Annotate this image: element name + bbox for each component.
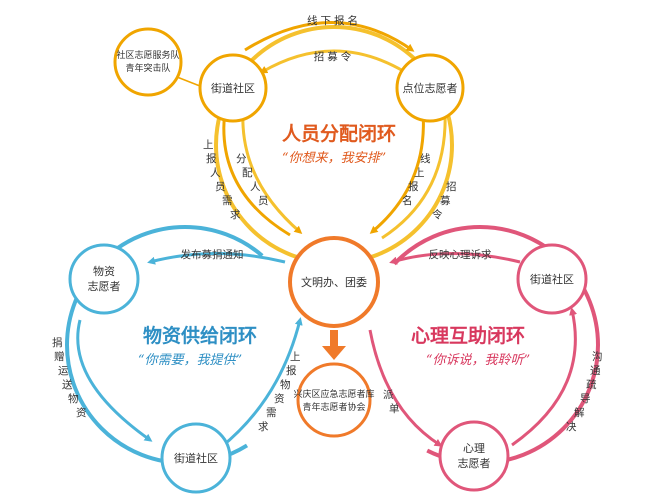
- donate-label: 捐 赠 运 送 物 资: [52, 336, 87, 419]
- publish-notice-label: 发布募捐通知: [181, 248, 244, 261]
- recruit-arrow-top: [259, 49, 406, 74]
- svg-text:单: 单: [389, 403, 400, 415]
- street-community-label-blue: 街道社区: [174, 451, 218, 465]
- offline-signup-arrow: [244, 21, 415, 52]
- street-community-node-yellow: [198, 53, 268, 123]
- svg-text:需: 需: [222, 195, 233, 207]
- point-volunteer-node: [395, 53, 465, 123]
- report-needs-arrow: [220, 107, 291, 237]
- svg-text:赠: 赠: [54, 350, 65, 363]
- point-volunteer-label: 点位志愿者: [403, 81, 458, 95]
- svg-text:物: 物: [68, 392, 79, 405]
- blue-loop-title: 物资供给闭环: [143, 324, 257, 347]
- recruit-arrow-right: [381, 109, 450, 240]
- svg-text:令: 令: [432, 208, 443, 221]
- svg-text:沟: 沟: [592, 350, 603, 363]
- yellow-loop-title: 人员分配闭环: [282, 123, 396, 145]
- svg-text:派: 派: [383, 389, 394, 401]
- svg-text:人: 人: [210, 167, 221, 179]
- street-community-node-pink: [516, 243, 588, 315]
- psych-volunteer-label-2: 志愿者: [458, 457, 491, 470]
- communicate-label: 沟 通 疏 导 解 决: [566, 350, 603, 433]
- volunteer-database-label-1: 兴庆区应急志愿者库: [293, 388, 374, 400]
- dispatch-arrow: [368, 329, 443, 447]
- svg-text:分: 分: [236, 153, 247, 165]
- street-community-node-blue: [160, 422, 232, 494]
- recruit-label-top: 招募令: [314, 50, 355, 63]
- publish-notice-arrow: [147, 252, 286, 265]
- yellow-loop: 社区志愿服务队 青年突击队 街道社区 点位志愿者 线下报名 招募令 人员分配闭环…: [113, 14, 465, 265]
- svg-text:捐: 捐: [52, 336, 63, 349]
- supplies-volunteer-node: [68, 243, 140, 315]
- svg-text:线: 线: [420, 152, 431, 165]
- community-team-label-1: 社区志愿服务队: [116, 49, 179, 61]
- svg-text:员: 员: [258, 195, 269, 207]
- svg-text:资: 资: [274, 393, 285, 405]
- volunteer-database-node: [296, 362, 372, 438]
- pink-loop-slogan: “你诉说，我聆听”: [426, 353, 530, 368]
- supplies-volunteer-label-2: 志愿者: [88, 280, 121, 293]
- svg-text:上: 上: [414, 167, 425, 179]
- svg-text:需: 需: [266, 407, 277, 419]
- psych-volunteer-label-1: 心理: [463, 442, 485, 455]
- center-node: [288, 236, 380, 328]
- center-hub: 文明办、团委 兴庆区应急志愿者库 青年志愿者协会: [288, 236, 380, 438]
- communicate-arrow: [511, 307, 577, 447]
- offline-signup-label: 线下报名: [307, 14, 361, 27]
- allocate-arrow: [241, 111, 303, 234]
- svg-text:通: 通: [590, 365, 601, 377]
- svg-text:疏: 疏: [586, 378, 597, 391]
- online-signup-label: 线 上 报 名: [402, 152, 431, 207]
- recruit-label-right: 招 募 令: [432, 180, 457, 221]
- center-label: 文明办、团委: [301, 275, 367, 289]
- pink-loop: 街道社区 心理 志愿者 反映心理诉求 心理互助闭环 “你诉说，我聆听” 派 单 …: [360, 225, 603, 492]
- svg-text:员: 员: [215, 181, 226, 193]
- allocate-label: 分 配 人 员: [236, 153, 269, 207]
- svg-text:报: 报: [206, 152, 217, 165]
- community-team-node: [113, 27, 183, 97]
- svg-text:人: 人: [250, 181, 261, 193]
- svg-text:报: 报: [286, 364, 297, 377]
- down-arrow-head: [322, 346, 346, 360]
- donate-arrow: [76, 319, 153, 442]
- blue-loop: 物资 志愿者 街道社区 发布募捐通知 物资供给闭环 “你需要，我提供” 捐 赠 …: [52, 225, 305, 494]
- street-community-label-pink: 街道社区: [530, 272, 574, 286]
- svg-text:求: 求: [230, 209, 241, 221]
- svg-text:配: 配: [242, 167, 253, 179]
- reflect-label: 反映心理诉求: [429, 248, 492, 261]
- svg-text:募: 募: [440, 194, 451, 207]
- report-supplies-label: 上 报 物 资 需 求: [258, 351, 301, 433]
- svg-text:资: 资: [76, 407, 87, 419]
- yellow-loop-slogan: “你想来，我安排”: [282, 151, 386, 166]
- street-community-label-yellow: 街道社区: [211, 81, 255, 95]
- svg-text:决: 决: [566, 421, 577, 433]
- down-arrow-shaft: [330, 330, 338, 348]
- volunteer-database-label-2: 青年志愿者协会: [302, 401, 365, 413]
- psych-volunteer-node: [438, 420, 510, 492]
- svg-text:求: 求: [258, 421, 269, 433]
- svg-text:名: 名: [402, 194, 413, 207]
- svg-text:上: 上: [203, 139, 214, 151]
- svg-text:报: 报: [408, 180, 419, 193]
- report-supplies-arrow: [219, 317, 303, 450]
- svg-text:导: 导: [580, 393, 591, 405]
- svg-text:物: 物: [280, 378, 291, 391]
- pink-loop-title: 心理互助闭环: [411, 324, 525, 347]
- dispatch-label: 派 单: [383, 389, 400, 415]
- supplies-volunteer-label-1: 物资: [93, 264, 115, 278]
- reflect-arrow: [389, 252, 521, 265]
- report-needs-label: 上 报 人 员 需 求: [203, 139, 241, 221]
- blue-loop-slogan: “你需要，我提供”: [138, 353, 242, 368]
- svg-text:解: 解: [574, 406, 585, 419]
- svg-text:运: 运: [58, 365, 69, 377]
- svg-text:上: 上: [290, 351, 301, 363]
- svg-text:招: 招: [446, 180, 457, 193]
- svg-text:送: 送: [62, 378, 73, 391]
- online-signup-arrow: [369, 111, 425, 234]
- community-team-label-2: 青年突击队: [125, 62, 170, 74]
